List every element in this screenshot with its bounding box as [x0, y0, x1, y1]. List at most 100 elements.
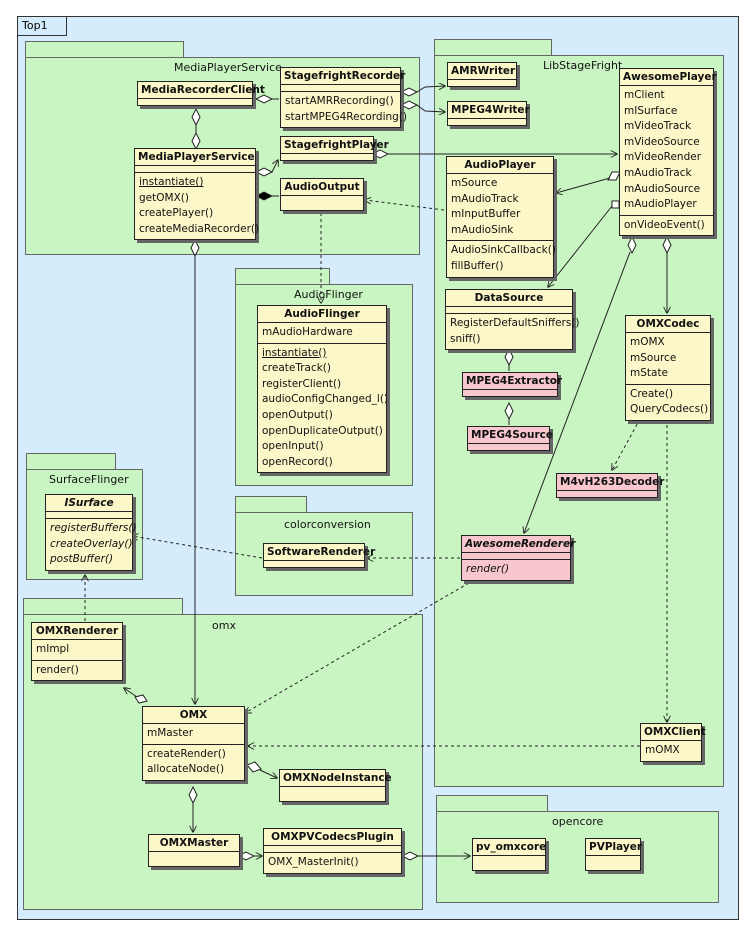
class-attributes — [586, 855, 640, 870]
class-attributes: mImpl — [32, 639, 122, 660]
method: openInput() — [262, 440, 324, 453]
method: AudioSinkCallback() — [451, 244, 556, 257]
class-name: pv_omxcore — [476, 841, 547, 853]
method: getOMX() — [139, 191, 189, 204]
attribute: mISurface — [624, 104, 678, 117]
class-omx-renderer[interactable]: OMXRenderer mImpl render() — [31, 622, 123, 682]
class-name: MPEG4Extractor — [466, 375, 563, 387]
class-audio-output[interactable]: AudioOutput — [280, 178, 364, 211]
method: createRender() — [147, 747, 226, 760]
class-media-player-service[interactable]: MediaPlayerService instantiate() getOMX(… — [134, 148, 259, 241]
attribute: mAudioPlayer — [624, 198, 697, 211]
attribute: mSource — [630, 351, 677, 364]
class-attributes — [462, 552, 570, 559]
class-mpeg4-source[interactable]: MPEG4Source — [467, 426, 554, 451]
class-name: MediaRecorderClient — [141, 84, 265, 96]
method: QueryCodecs() — [630, 403, 709, 416]
class-name: AudioPlayer — [464, 159, 536, 171]
package-name-libstagefright: LibStageFright — [543, 59, 623, 72]
class-attributes — [463, 389, 557, 396]
class-attributes — [448, 118, 526, 125]
class-attributes — [138, 98, 252, 105]
class-awesome-renderer[interactable]: AwesomeRenderer render() — [461, 535, 576, 581]
method: startMPEG4Recording() — [285, 110, 408, 123]
class-attributes — [446, 306, 572, 313]
class-stagefright-player[interactable]: StagefrightPlayer — [280, 136, 389, 161]
class-awesome-player[interactable]: AwesomePlayer mClient mISurface mVideoTr… — [619, 68, 717, 237]
method: openOutput() — [262, 408, 333, 421]
class-name: OMXNodeInstance — [283, 772, 392, 784]
class-name: OMXPVCodecsPlugin — [271, 831, 394, 843]
class-name: DataSource — [474, 292, 544, 304]
package-name-opencore: opencore — [552, 815, 604, 828]
class-m4vh263-decoder[interactable]: M4vH263Decoder — [556, 473, 664, 498]
class-name: SoftwareRenderer — [267, 546, 376, 558]
class-attributes: mMaster — [143, 723, 244, 744]
class-omx-node-instance[interactable]: OMXNodeInstance — [279, 769, 392, 802]
class-methods: instantiate() getOMX() createPlayer() cr… — [135, 172, 259, 239]
class-mpeg4-writer[interactable]: MPEG4Writer — [447, 101, 530, 126]
class-methods: RegisterDefaultSniffers() sniff() — [446, 313, 580, 349]
attribute: mInputBuffer — [451, 208, 521, 221]
class-attributes: mOMX mSource mState — [626, 332, 710, 384]
class-name: OMXRenderer — [35, 625, 119, 637]
class-attributes: mAudioHardware — [258, 322, 386, 343]
class-name: ISurface — [64, 497, 114, 509]
class-amr-writer[interactable]: AMRWriter — [447, 62, 517, 87]
attribute: mAudioTrack — [624, 166, 692, 179]
class-name: MPEG4Source — [471, 429, 554, 441]
class-audio-player[interactable]: AudioPlayer mSource mAudioTrack mInputBu… — [446, 156, 556, 278]
class-software-renderer[interactable]: SoftwareRenderer — [263, 543, 376, 568]
class-attributes — [280, 786, 385, 801]
class-data-source[interactable]: DataSource RegisterDefaultSniffers() sni… — [445, 289, 580, 351]
class-methods: render() — [462, 559, 570, 580]
attribute: mState — [630, 367, 669, 380]
class-omx-codec[interactable]: OMXCodec mOMX mSource mState Create() Qu… — [625, 315, 711, 421]
class-attributes — [281, 84, 400, 91]
class-pvplayer[interactable]: PVPlayer — [585, 838, 643, 871]
attribute: mAudioSink — [451, 223, 514, 236]
method: openRecord() — [262, 455, 333, 468]
class-name: MPEG4Writer — [451, 104, 530, 116]
method: RegisterDefaultSniffers() — [450, 317, 580, 329]
attribute: mAudioSource — [624, 182, 701, 195]
class-attributes — [135, 165, 255, 172]
class-omx[interactable]: OMX mMaster createRender() allocateNode(… — [142, 706, 245, 781]
attribute: mVideoTrack — [624, 120, 692, 133]
attribute: mImpl — [36, 643, 70, 655]
class-attributes: mOMX — [641, 740, 701, 761]
class-name: StagefrightRecorder — [284, 70, 406, 82]
class-attributes — [264, 845, 401, 852]
class-name: AwesomePlayer — [623, 71, 717, 83]
method: instantiate() — [262, 346, 327, 359]
class-pv-omxcore[interactable]: pv_omxcore — [472, 838, 546, 871]
class-methods: render() — [32, 659, 122, 681]
class-name: StagefrightPlayer — [284, 139, 389, 151]
class-methods: instantiate() createTrack() registerClie… — [258, 342, 388, 473]
class-audio-flinger[interactable]: AudioFlinger mAudioHardware instantiate(… — [257, 305, 388, 474]
class-omx-pv-codecs-plugin[interactable]: OMXPVCodecsPlugin OMX_MasterInit() — [263, 828, 402, 874]
class-stagefright-recorder[interactable]: StagefrightRecorder startAMRRecording() … — [280, 67, 408, 129]
class-methods: OMX_MasterInit() — [264, 852, 401, 873]
attribute: mAudioHardware — [262, 326, 353, 338]
class-attributes — [264, 560, 364, 567]
class-media-recorder-client[interactable]: MediaRecorderClient — [137, 81, 265, 106]
class-mpeg4-extractor[interactable]: MPEG4Extractor — [462, 372, 563, 397]
class-omx-client[interactable]: OMXClient mOMX — [640, 723, 706, 762]
class-name: PVPlayer — [589, 841, 643, 853]
class-name: OMXCodec — [636, 318, 700, 330]
method: instantiate() — [139, 176, 204, 188]
class-name: AwesomeRenderer — [465, 538, 576, 550]
class-methods: AudioSinkCallback() fillBuffer() — [447, 240, 556, 276]
class-omx-master[interactable]: OMXMaster — [148, 834, 240, 867]
class-attributes: mSource mAudioTrack mInputBuffer mAudioS… — [447, 173, 553, 240]
attribute: mMaster — [147, 727, 194, 739]
method: createOverlay() — [50, 537, 133, 550]
attribute: mVideoRender — [624, 151, 702, 164]
class-isurface[interactable]: ISurface registerBuffers() createOverlay… — [45, 494, 137, 571]
class-name: AudioOutput — [284, 181, 360, 193]
attribute: mAudioTrack — [451, 192, 519, 205]
class-methods: Create() QueryCodecs() — [626, 383, 710, 420]
method: registerClient() — [262, 377, 342, 390]
